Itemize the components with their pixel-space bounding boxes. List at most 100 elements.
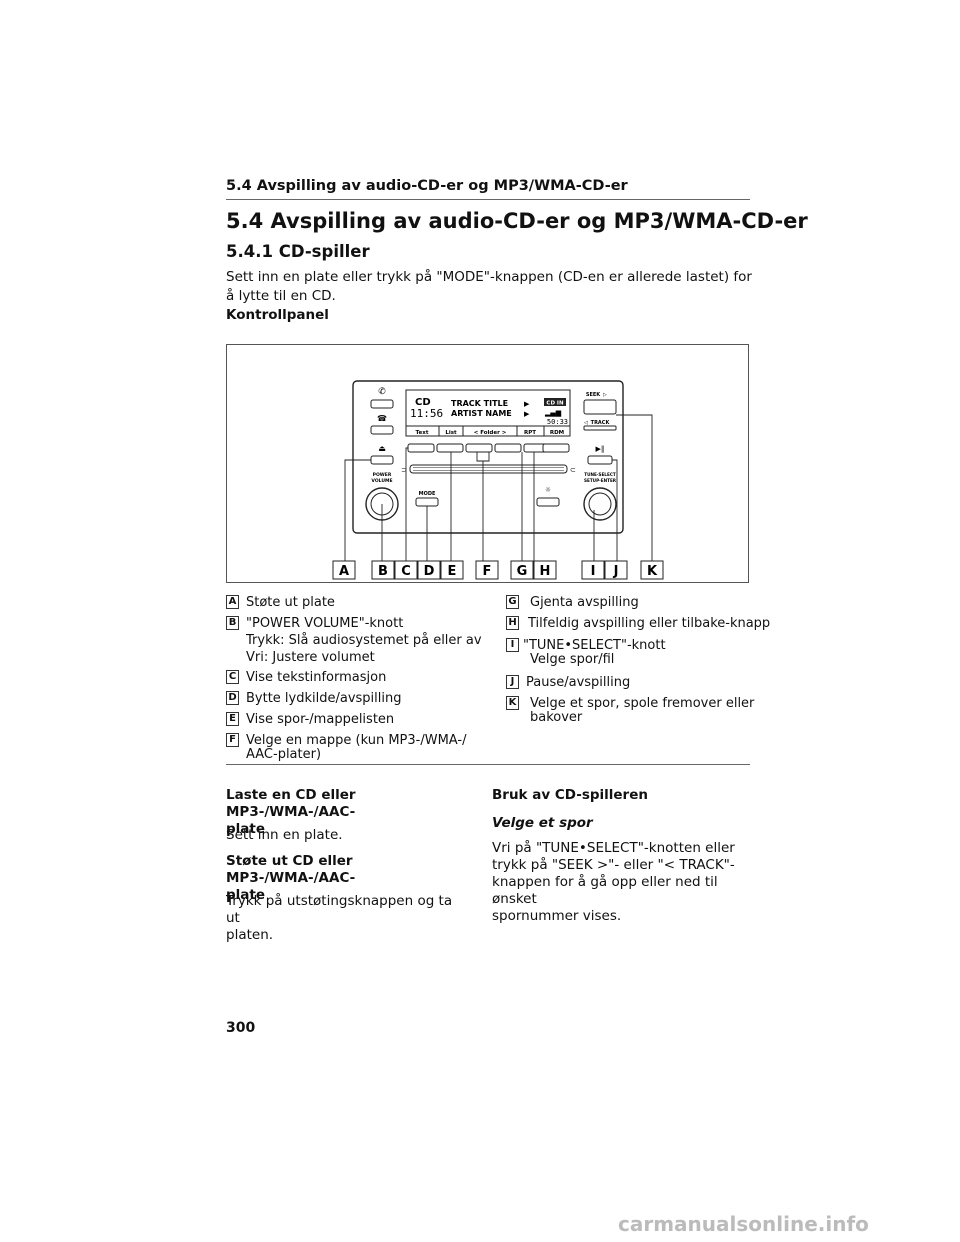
play-pause-button (587, 455, 613, 465)
legend-text: bakover (530, 710, 583, 725)
signal-icon: ▂▄▆ (544, 409, 562, 417)
callout-boxes: A B C D E F G H I J K (332, 560, 664, 580)
callout-i-label: I (591, 564, 596, 579)
cd-in-badge (544, 398, 566, 406)
play-pause-icon: ▶‖ (596, 445, 605, 453)
seek-arrow-icon: ▷ (603, 392, 607, 398)
eject-heading-line-1: Støte ut CD eller MP3-/WMA-/AAC- (226, 853, 356, 886)
load-heading-line-2: plate (226, 821, 266, 837)
track-label: TRACK (591, 420, 611, 426)
load-heading-line-1: Laste en CD eller MP3-/WMA-/AAC- (226, 787, 356, 820)
seek-label: SEEK (586, 392, 601, 398)
select-text-line-1: Vri på "TUNE•SELECT"-knotten eller (492, 840, 735, 856)
legend-text: AAC-plater) (246, 747, 322, 762)
callout-d-label: D (424, 564, 435, 579)
callout-a (332, 560, 356, 580)
callout-b-label: B (378, 564, 388, 579)
legend-text: Vise tekstinformasjon (246, 670, 387, 685)
legend-key: J (506, 675, 519, 689)
artist-arrow-icon: ▶ (524, 410, 530, 418)
control-panel-drawing: ✆ ☎ ⏏ POWER VOLUME CD 11:56 TRACK TITLE … (332, 380, 664, 580)
slot-right-mark: ⊂ (570, 466, 576, 474)
running-header: 5.4 Avspilling av audio-CD-er og MP3/WMA… (226, 178, 628, 194)
setup-enter-label: SETUP·ENTER (584, 478, 617, 483)
legend-text: Støte ut plate (246, 595, 335, 610)
legend-text: Pause/avspilling (526, 675, 631, 690)
callout-c (394, 560, 418, 580)
legend-key: C (226, 670, 239, 684)
legend-text: Vise spor-/mappelisten (246, 712, 395, 727)
callout-k (640, 560, 664, 580)
legend-key: I (506, 638, 519, 652)
legend-key: G (506, 595, 519, 609)
phone-answer-icon: ✆ (378, 387, 386, 397)
softkey-text: Text (416, 430, 429, 436)
subsection-title: 5.4.1 CD-spiller (226, 242, 370, 261)
legend-text: Trykk: Slå audiosystemet på eller av (246, 633, 482, 648)
softkey-button-4 (494, 443, 522, 453)
legend-key: B (226, 616, 239, 630)
display-screen (405, 389, 571, 437)
brightness-icon: ☼ (545, 486, 551, 494)
callout-h (533, 560, 557, 580)
legend-key: K (506, 696, 519, 710)
callout-b (371, 560, 395, 580)
callout-f (475, 560, 499, 580)
softkey-button-1 (407, 443, 435, 453)
eject-text-line-2: platen. (226, 927, 274, 943)
power-label: POWER (373, 472, 392, 478)
callout-j (604, 560, 628, 580)
callout-e-label: E (448, 564, 457, 579)
callout-g (510, 560, 534, 580)
display-time: 11:56 (410, 407, 443, 420)
page-number: 300 (226, 1020, 256, 1036)
legend-right: G Gjenta avspilling H Tilfeldig avspilli… (506, 594, 770, 734)
softkey-button-3 (465, 443, 493, 453)
callout-leaders (344, 414, 653, 561)
select-text-line-2: trykk på "SEEK >"- eller "< TRACK"- (492, 857, 735, 873)
softkey-rpt: RPT (524, 430, 536, 436)
legend-key: E (226, 712, 239, 726)
legend-key: F (226, 733, 239, 747)
eject-icon: ⏏ (378, 444, 386, 453)
slot-left-mark: ⊃ (401, 466, 407, 474)
legend-text: Bytte lydkilde/avspilling (246, 691, 402, 706)
callout-j-label: J (613, 564, 619, 579)
display-artist-name: ARTIST NAME (451, 409, 512, 418)
load-text: Sett inn en plate. (226, 827, 343, 843)
phone-answer-button (370, 399, 394, 409)
legend-left: A Støte ut plate B "POWER VOLUME"-knott … (226, 594, 482, 764)
load-heading: Laste en CD eller MP3-/WMA-/AAC- plate (226, 787, 456, 838)
volume-label: VOLUME (371, 478, 392, 484)
display-elapsed: 50:33 (547, 418, 568, 426)
track-arrow-icon: ▶ (524, 400, 530, 408)
legend-text: Velge spor/fil (530, 652, 615, 667)
callout-g-label: G (517, 564, 528, 579)
phone-hangup-icon: ☎ (377, 414, 387, 423)
select-heading: Velge et spor (492, 815, 593, 831)
callout-i (581, 560, 605, 580)
brightness-button (536, 497, 560, 507)
intro-paragraph: Sett inn en plate eller trykk på "MODE"-… (226, 269, 752, 304)
display-track-title: TRACK TITLE (451, 399, 508, 408)
mode-button (415, 497, 439, 507)
eject-text: Trykk på utstøtingsknappen og ta ut plat… (226, 893, 456, 944)
phone-hangup-button (370, 425, 394, 435)
eject-text-line-1: Trykk på utstøtingsknappen og ta ut (226, 893, 453, 926)
seek-track-rocker (583, 399, 617, 415)
panel-heading: Kontrollpanel (226, 307, 329, 323)
eject-heading: Støte ut CD eller MP3-/WMA-/AAC- plate (226, 853, 456, 904)
callout-f-label: F (483, 564, 492, 579)
legend-text: Tilfeldig avspilling eller tilbake-knapp (528, 616, 771, 631)
mode-label: MODE (419, 491, 436, 497)
callout-k-label: K (647, 564, 658, 579)
cd-in-label: CD IN (546, 401, 564, 407)
section-title: 5.4 Avspilling av audio-CD-er og MP3/WMA… (226, 209, 808, 233)
legend-text: "POWER VOLUME"-knott (246, 616, 404, 631)
softkey-rdm: RDM (550, 430, 564, 436)
callout-e (440, 560, 464, 580)
softkey-list: List (445, 430, 457, 436)
legend-key: H (506, 616, 519, 630)
tune-select-knob-inner (588, 492, 612, 516)
callout-d (417, 560, 441, 580)
